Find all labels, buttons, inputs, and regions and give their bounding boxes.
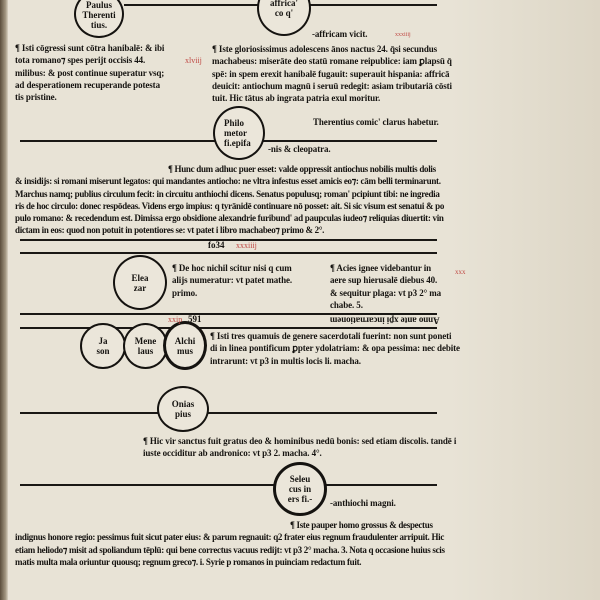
year-number: 591: [188, 314, 202, 324]
circle-text: mus: [176, 345, 193, 356]
text-line: di in linea pontificum ꝑpter ydolatriam:…: [210, 343, 460, 354]
circle-text: Therenti: [82, 10, 116, 20]
text-line: aere sup hierusalē diebus 40.: [330, 275, 438, 286]
marginal-note: xxx: [455, 268, 466, 276]
folio-red-numeral: xxxiiij: [236, 241, 257, 250]
genealogy-line: [326, 484, 437, 486]
text-line: ¶ Acies ignee videbantur in: [330, 263, 432, 273]
genealogy-line: [20, 484, 275, 486]
paragraph-eleazar: ¶ De hoc nichil scitur nisi q cum alijs n…: [172, 262, 292, 299]
genealogy-line: [20, 140, 215, 142]
paragraph-hunc-dum: ¶ Hunc dum adhuc puer esset: valde oppre…: [15, 163, 444, 237]
circle-text: Paulus: [85, 0, 112, 10]
text-line: alijs numeratur: vt patet mathe.: [172, 275, 293, 286]
genealogy-line: [262, 140, 437, 142]
circle-text: laus: [137, 346, 154, 356]
circle-text: Philo: [224, 118, 245, 128]
text-line: indignus honore regio: pessimus fuit sic…: [15, 532, 445, 543]
circle-text: fi.epifa: [224, 138, 251, 148]
marginal-note: xlviij: [185, 56, 202, 65]
year-red-numeral: xxip: [168, 315, 183, 324]
folio-number: fo34: [208, 240, 225, 250]
circle-text: Elea: [131, 272, 149, 283]
text-line: machabeus: miserāte deo statū romane rei…: [212, 56, 452, 67]
circle-text: Mene: [134, 336, 157, 346]
text-line: etiam heliodo⁊ misit ad spoliandum tēplū…: [15, 544, 445, 555]
circle-affrica: affrica'co q': [257, 0, 311, 36]
text-line: dictam in eos: quod non potuit in potent…: [15, 225, 325, 236]
text-line: intrarunt: vt p3 in multis locis li. mac…: [210, 355, 361, 366]
text-line: chabe. 5.: [330, 299, 363, 310]
paragraph-isti-tres: ¶ Isti tres quamuis de genere sacerdotal…: [210, 330, 460, 367]
text-line: primo.: [172, 287, 198, 298]
circle-text: Alchi: [174, 335, 196, 346]
genealogy-line: [310, 4, 437, 6]
paragraph-iste-gloriosissimus: ¶ Iste gloriosissimus adolescens ānos na…: [212, 43, 452, 104]
text-line: & insidijs: si romani miserunt legatos: …: [15, 176, 441, 187]
circle-text: zar: [133, 282, 147, 293]
circle-text: tius.: [90, 20, 108, 30]
text-line: ris de hoc circulo: donec respōdeas. Vid…: [15, 200, 445, 211]
circle-text: Ja: [98, 336, 108, 346]
label-anthiochi: -anthiochi magni.: [330, 498, 396, 508]
text-line: ¶ Hic vir sanctus fuit gratus deo & homi…: [143, 436, 457, 446]
genealogy-line: [206, 412, 437, 414]
circle-text: Seleu: [289, 474, 311, 484]
text-line: milibus: & post continue superatur vsq;: [15, 67, 165, 78]
text-line: tuit. Hic tātus ab ingrata patria exul m…: [212, 93, 381, 104]
text-line: spē: in spem erexit hanibalē fugauit: su…: [212, 68, 450, 79]
text-line: ¶ Isti cōgressi sunt cōtra hanibalē: & i…: [15, 43, 165, 53]
divider-line: [20, 239, 437, 241]
text-line: tota romano⁊ spes perijt occisis 44.: [15, 55, 146, 66]
paragraph-isti-congressi: ¶ Isti cōgressi sunt cōtra hanibalē: & i…: [15, 42, 164, 103]
label-affricam: -affricam vicit.: [312, 29, 368, 39]
circle-text: co q': [274, 8, 294, 18]
label-therentius: Therentius comic' clarus habetur.: [313, 117, 439, 127]
text-line: ¶ Iste pauper homo grossus & despectus: [290, 520, 433, 530]
genealogy-line: [124, 4, 259, 6]
upside-down-line: Anno ante xp̄i incarnationem: [330, 315, 440, 326]
text-line: ad desperationem recuperande potesta: [15, 79, 160, 90]
genealogy-line: [20, 412, 160, 414]
divider-line: [20, 313, 437, 315]
paragraph-iste-pauper: ¶ Iste pauper homo grossus & despectus in…: [15, 519, 445, 568]
circle-text: metor: [224, 128, 247, 138]
circle-text: ers fi.-: [287, 494, 313, 504]
paragraph-acies-ignee: ¶ Acies ignee videbantur in aere sup hier…: [330, 262, 441, 311]
text-line: ¶ Hunc dum adhuc puer esset: valde oppre…: [168, 164, 436, 174]
marginal-note: xxxiiij: [395, 32, 411, 38]
text-line: ¶ De hoc nichil scitur nisi q cum: [172, 263, 292, 273]
divider-line: [20, 327, 437, 329]
text-line: ¶ Isti tres quamuis de genere sacerdotal…: [210, 331, 452, 341]
text-line: matis multa mala oriuntur quousq; regnum…: [15, 556, 362, 567]
text-line: ¶ Iste gloriosissimus adolescens ānos na…: [212, 44, 438, 54]
circle-text: pius: [174, 409, 191, 419]
label-cleopatra: -nis & cleopatra.: [268, 144, 331, 154]
circle-text: affrica': [270, 0, 298, 8]
circle-text: son: [96, 346, 110, 356]
text-line: pulo romano: & recedendum est. Dimissa e…: [15, 213, 444, 224]
text-line: iuste occiditur ab andronico: vt p3 2. m…: [143, 448, 322, 459]
page-discoloration: [450, 0, 600, 600]
divider-line: [20, 252, 437, 254]
text-line: & sequitur plaga: vt p3 2° ma: [330, 287, 442, 298]
text-line: tis pristine.: [15, 92, 57, 103]
text-line: Marchus namq; publius circulum fecit: in…: [15, 188, 440, 199]
circle-text: cus in: [288, 484, 312, 494]
book-binding-edge: [0, 0, 8, 600]
circle-text: Onias: [171, 399, 195, 409]
paragraph-hic-vir: ¶ Hic vir sanctus fuit gratus deo & homi…: [143, 435, 456, 460]
text-line: deuicit: antiochum magnū i seruū redegit…: [212, 80, 452, 91]
